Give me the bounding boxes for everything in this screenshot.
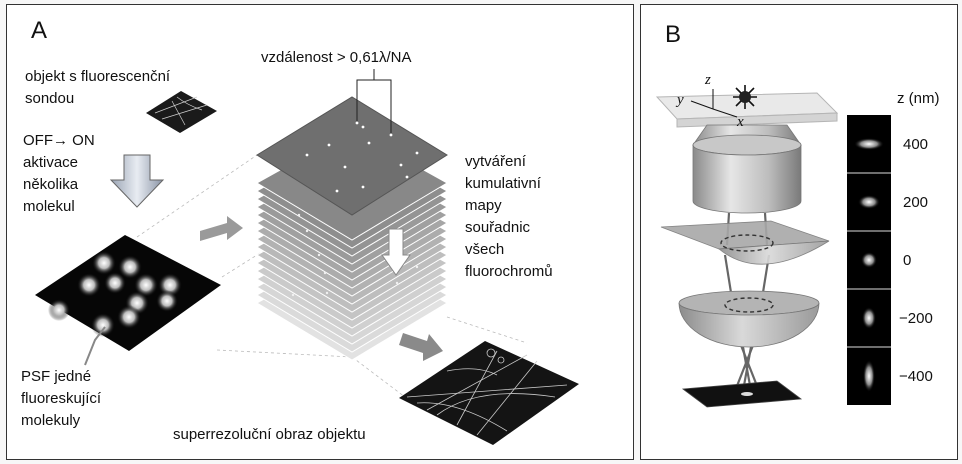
psf-column xyxy=(847,115,891,405)
activation-arrow xyxy=(109,154,165,208)
panel-a: A objekt s fluorescenční sondou OFF→ ON … xyxy=(6,4,634,460)
panel-b-illustration xyxy=(655,85,891,408)
panel-a-illustration xyxy=(35,69,579,445)
cylindrical-lens xyxy=(660,220,830,265)
map-label-line-2: kumulativní xyxy=(465,175,541,192)
axis-x-label: x xyxy=(737,114,744,130)
z-value-neg400: −400 xyxy=(899,368,933,385)
panel-b-label: B xyxy=(665,21,682,48)
psf-pointer xyxy=(84,326,106,366)
z-value-neg200: −200 xyxy=(899,310,933,327)
map-label-line-4: souřadnic xyxy=(465,219,531,236)
distance-label: vzdálenost > 0,61λ/NA xyxy=(261,49,412,66)
map-label-line-3: mapy xyxy=(465,197,502,214)
object-label-line-1: objekt s fluorescenční xyxy=(25,68,171,85)
psf-label-line-1: PSF jedné xyxy=(21,368,92,385)
z-value-400: 400 xyxy=(903,136,929,153)
axes xyxy=(690,89,738,118)
activation-label-line-1: OFF→ ON xyxy=(23,132,95,149)
z-value-200: 200 xyxy=(903,194,929,211)
axis-z-label: z xyxy=(705,72,711,88)
tube-lens xyxy=(678,290,820,348)
psf-label-line-2: fluoreskující xyxy=(21,390,102,407)
object-thumbnail xyxy=(146,91,217,133)
panel-b: B z y x z (nm) 400 200 0 −200 −400 xyxy=(640,4,958,460)
activation-label-line-3: několika xyxy=(23,176,79,193)
activation-label-line-4: molekul xyxy=(23,198,75,215)
frame-stack xyxy=(256,69,448,361)
result-arrow xyxy=(399,333,443,361)
map-label-line-1: vytváření xyxy=(465,153,526,170)
right-arrow xyxy=(200,216,243,241)
psf-image xyxy=(35,235,221,351)
axis-y-label: y xyxy=(677,92,684,108)
psf-label-line-3: molekuly xyxy=(21,412,81,429)
panel-a-label: A xyxy=(31,17,48,44)
z-header: z (nm) xyxy=(897,90,940,107)
map-label-line-5: všech xyxy=(465,241,505,258)
objective-lens xyxy=(692,124,802,214)
superres-image xyxy=(399,341,579,445)
top-frame xyxy=(256,96,448,216)
activation-label-line-2: aktivace xyxy=(23,154,79,171)
map-label-line-6: fluorochromů xyxy=(465,263,553,280)
object-label-line-2: sondou xyxy=(25,90,75,107)
z-value-0: 0 xyxy=(903,252,912,269)
result-label: superrezoluční obraz objektu xyxy=(173,426,366,443)
